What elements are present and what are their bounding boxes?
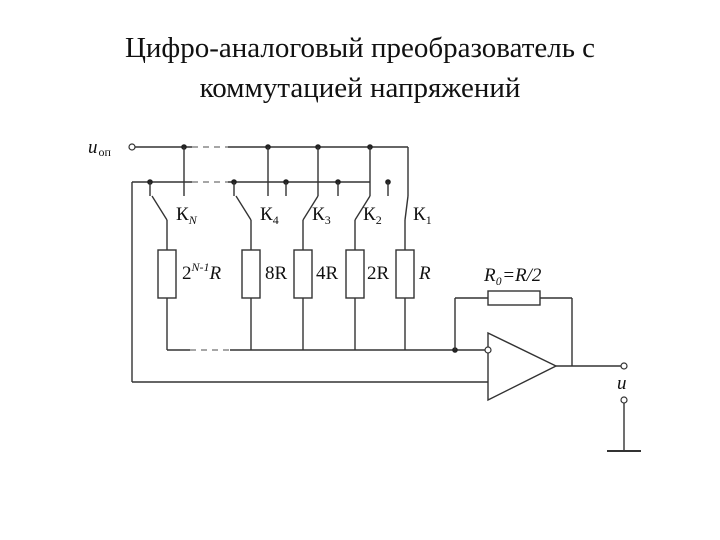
resistor-label-8r: 8R <box>265 263 288 284</box>
op-amp <box>487 331 558 402</box>
title-line-1: Цифро-аналоговый преобразователь с <box>124 32 596 64</box>
switch-label-k4: К4 <box>260 204 279 227</box>
switch-k3 <box>285 147 319 250</box>
resistor-2r <box>345 249 365 299</box>
resistor-label-2n-1r: 2N-1R <box>182 260 222 284</box>
input-terminal <box>128 143 136 151</box>
resistor-r <box>395 249 415 299</box>
switch-k1 <box>387 182 409 250</box>
input-label: uоп <box>88 137 112 159</box>
switch-label-k2: К2 <box>363 204 382 227</box>
switch-label-k1: К1 <box>413 204 432 227</box>
resistor-2n-1r <box>157 249 177 299</box>
title-line-2: коммутацией напряжений <box>199 72 521 104</box>
output-ground-terminal <box>620 396 628 404</box>
switch-label-kn: КN <box>176 204 198 227</box>
switch-k2 <box>337 147 371 250</box>
switch-label-k3: К3 <box>312 204 331 227</box>
resistor-8r <box>241 249 261 299</box>
feedback-resistor <box>487 290 541 306</box>
output-label: u <box>617 373 627 394</box>
resistor-4r <box>293 249 313 299</box>
resistor-label-4r: 4R <box>316 263 339 284</box>
resistor-label-2r: 2R <box>367 263 390 284</box>
switch-kn <box>149 147 185 250</box>
inverting-input-circle <box>484 346 492 354</box>
slide-title: Цифро-аналоговый преобразователь с комму… <box>0 28 720 108</box>
output-terminal <box>620 362 628 370</box>
feedback-resistor-label: R₀=R/2 <box>483 265 542 286</box>
switch-k4 <box>233 147 269 250</box>
resistor-label-r: R <box>418 263 431 284</box>
